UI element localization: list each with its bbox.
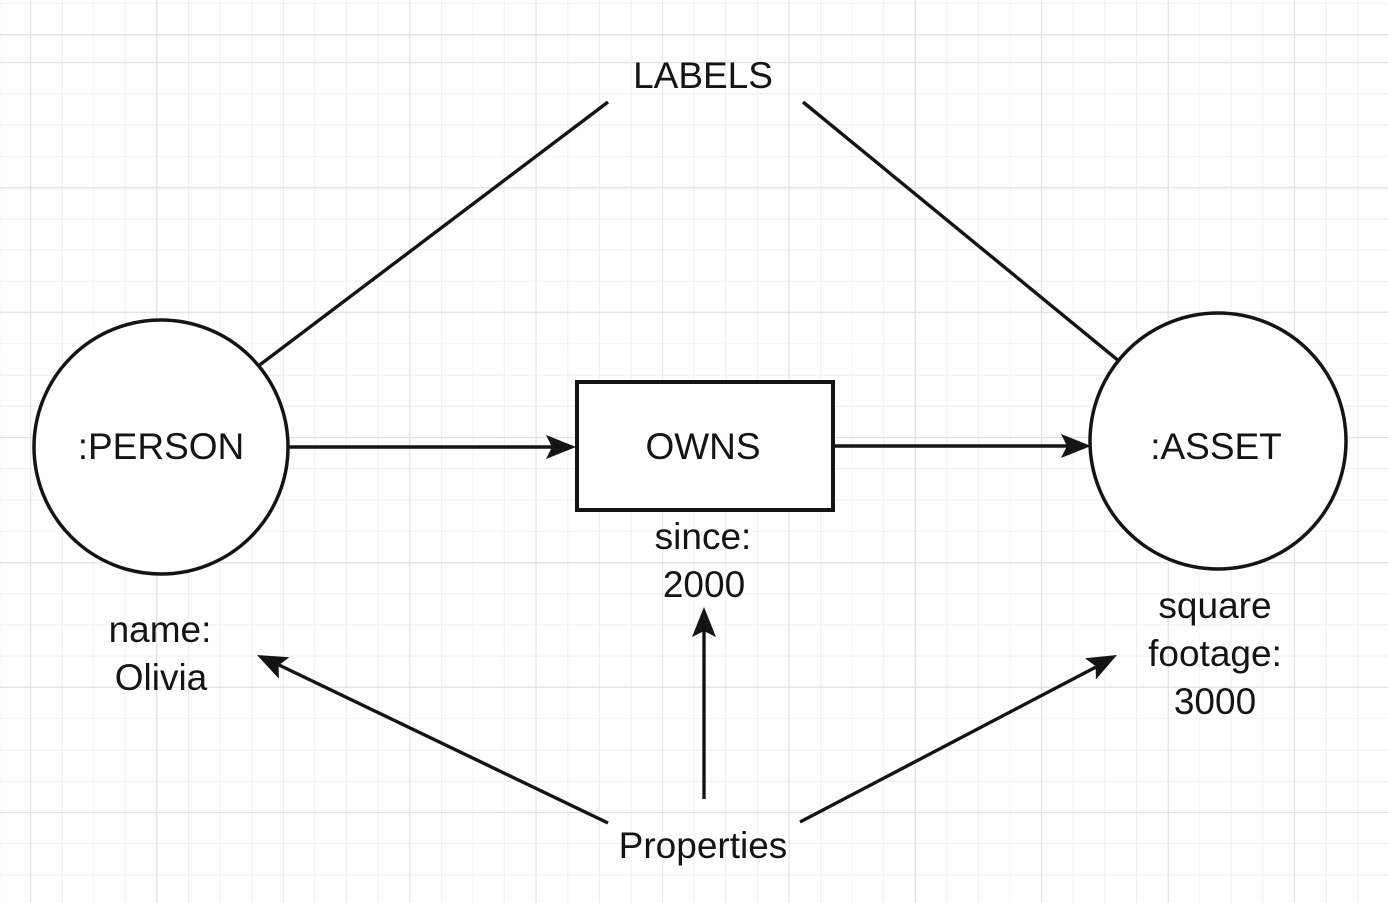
edge-labels-to-person-line [210,100,610,403]
relationship-property-line-2: 2000 [663,564,745,605]
asset-property-line-1: square [1158,585,1271,626]
edge-properties-to-relationship-props [692,607,716,799]
arrowhead-properties-to-relationship-props [692,607,716,637]
edge-owns-to-asset [834,434,1091,458]
relationship-property-line-1: since: [655,516,752,557]
asset-property-line-2: footage: [1148,633,1282,674]
arrowhead-properties-to-asset-props [1084,655,1117,680]
edge-properties-to-asset-props-line [799,665,1097,824]
arrowhead-person-to-owns [546,435,576,459]
asset-node-circle [1088,311,1348,571]
labels-annotation: LABELS [633,55,773,96]
person-node-circle [32,318,290,576]
owns-relationship-label: OWNS [645,426,760,467]
edge-properties-to-asset-props [799,655,1117,824]
arrowhead-properties-to-person-props [257,655,290,679]
properties-annotation: Properties [619,825,788,866]
edge-properties-to-person-props [257,655,609,825]
person-properties-text: name: Olivia [109,609,212,698]
owns-relationship-box [575,380,835,512]
asset-node-label: :ASSET [1150,426,1282,467]
person-property-line-2: Olivia [115,657,208,698]
asset-property-line-3: 3000 [1174,681,1256,722]
edge-properties-to-person-props-line [278,663,609,825]
person-node-label: :PERSON [78,426,245,467]
relationship-properties-text: since: 2000 [655,516,752,605]
edge-person-to-owns [289,435,576,459]
asset-properties-text: square footage: 3000 [1148,585,1282,722]
edge-labels-to-asset-line [801,100,1166,400]
person-property-line-1: name: [109,609,212,650]
arrowhead-owns-to-asset [1061,434,1091,458]
